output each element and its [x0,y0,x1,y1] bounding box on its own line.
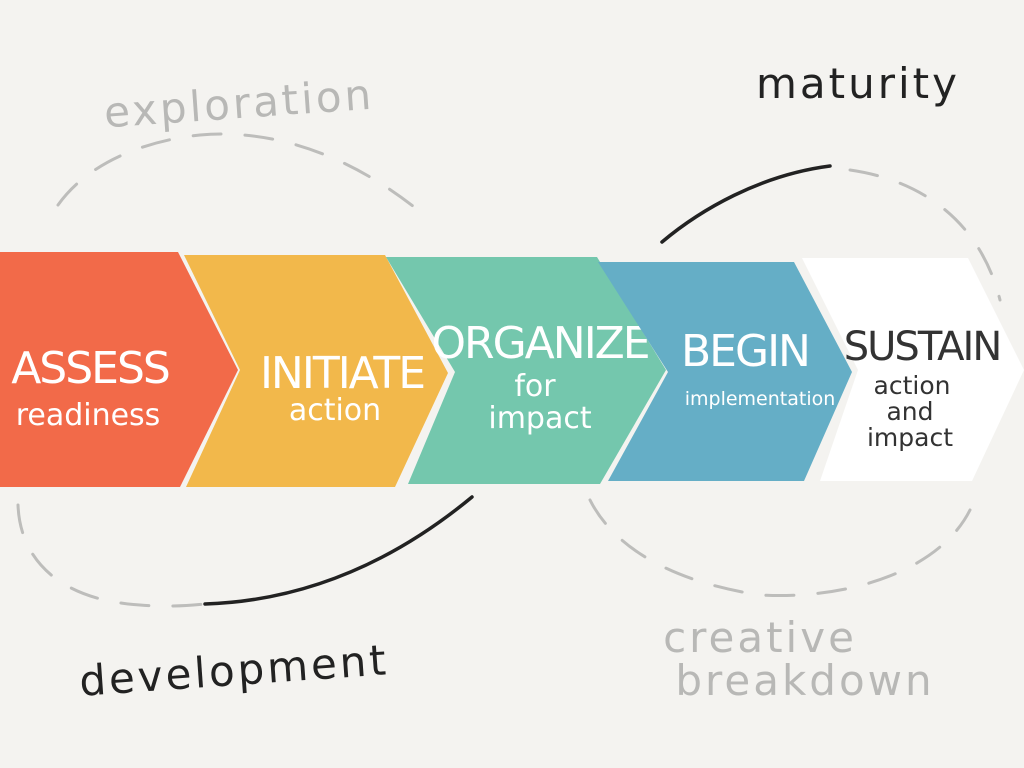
step-title: INITIATE [260,348,424,399]
dashed-loop-icon [16,132,1002,608]
step-subtitle: implementation [685,388,836,410]
step-subtitle: action [289,393,381,428]
phase-label-exploration: exploration [102,70,375,138]
chevron-shape [802,258,1024,481]
step-line-2: impact [488,401,591,436]
phase-label-development: development [78,635,391,706]
step-title: ASSESS [11,343,169,394]
step-arrow-begin: BEGIN implementation [598,262,852,481]
step-arrow-organize: ORGANIZE for impact [386,257,666,484]
phase-label-breakdown: breakdown [675,656,934,705]
chevron-shape [184,255,448,487]
step-line-2: and [886,397,933,426]
step-arrow-initiate: INITIATE action [184,255,448,487]
step-arrow-assess: ASSESS readiness [0,252,238,487]
step-line-1: action [874,371,951,400]
step-title: BEGIN [681,326,809,377]
step-title: SUSTAIN [844,324,1000,370]
solid-curve-icon [203,164,832,606]
phase-label-creative: creative [663,613,857,662]
chevron-shape [0,252,238,487]
chevron-shape [386,257,666,484]
chevron-shape [598,262,852,481]
step-line-1: for [514,369,556,404]
step-line-3: impact [867,423,953,452]
step-subtitle: readiness [16,398,161,433]
step-title: ORGANIZE [431,318,648,369]
phase-label-maturity: maturity [756,59,960,108]
step-arrow-sustain: SUSTAIN action and impact [802,258,1024,481]
